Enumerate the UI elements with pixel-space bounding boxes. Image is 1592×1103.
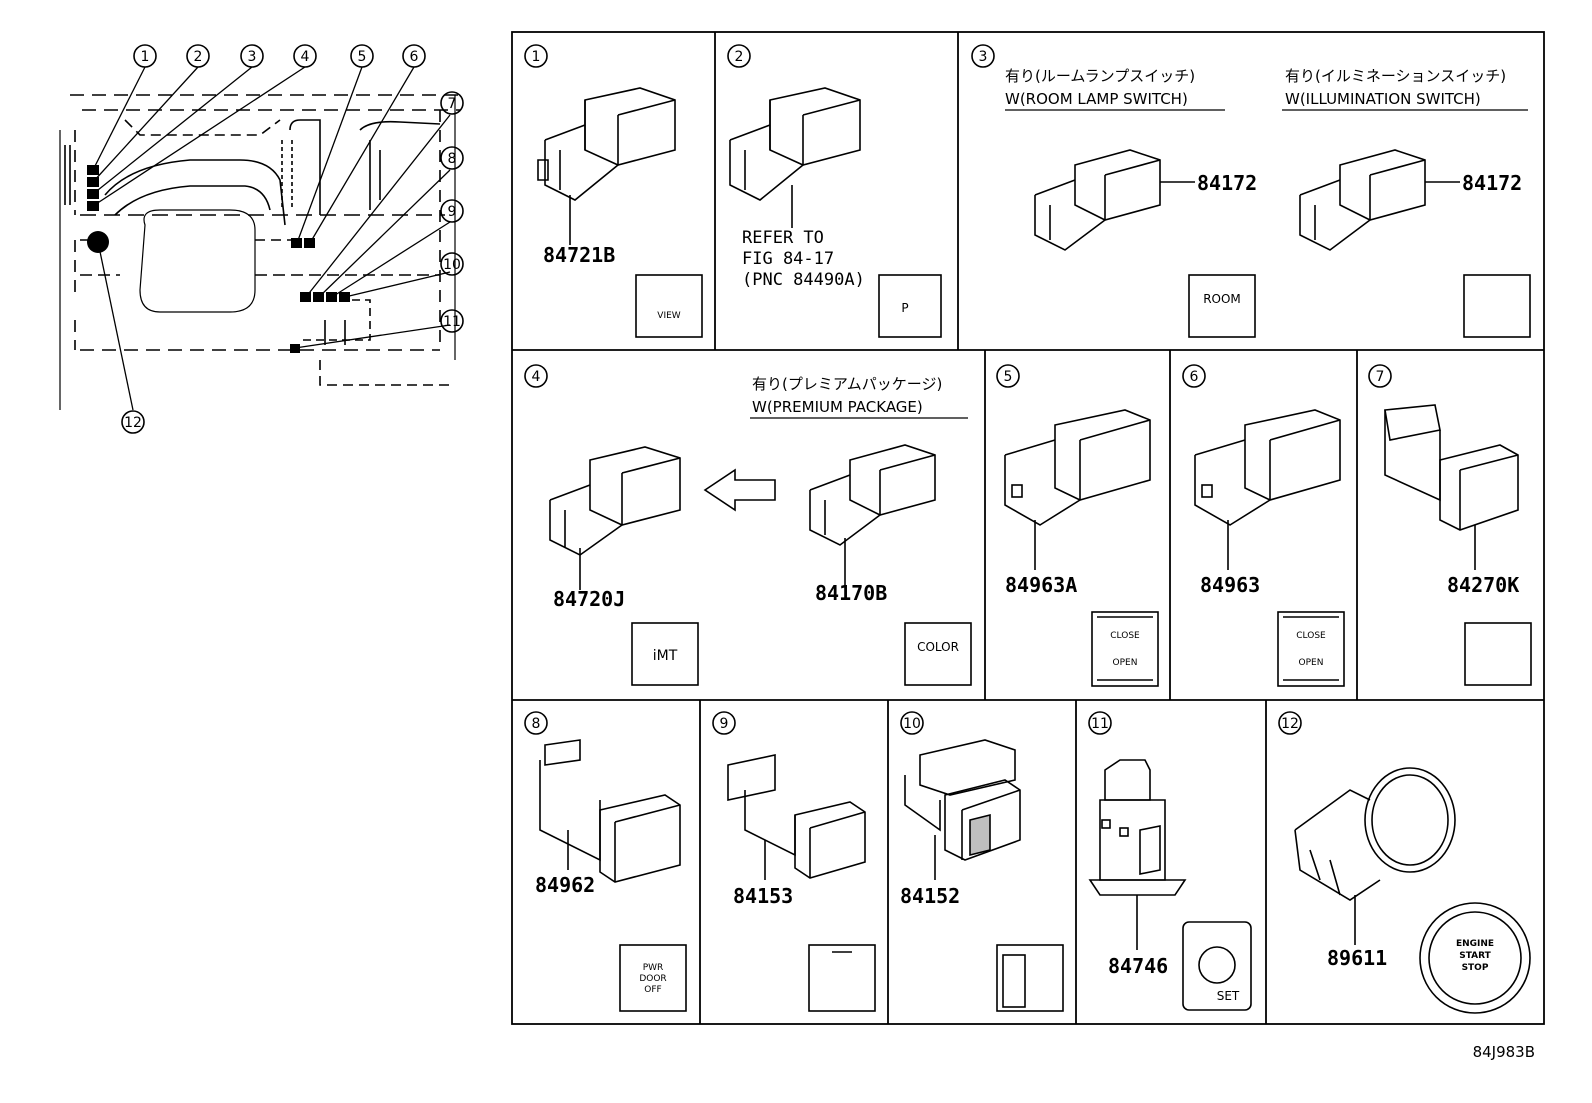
panel-num-2: 2 — [735, 49, 744, 65]
variant-jp-room: 有り(ルームランプスイッチ) — [1005, 67, 1195, 85]
variant-jp-premium: 有り(プレミアムパッケージ) — [752, 375, 942, 393]
icon-close-label-5: CLOSE — [1110, 631, 1140, 641]
locator-callout-numbers: 1 2 3 4 5 6 7 8 9 10 11 12 — [124, 49, 461, 431]
panel-num-7: 7 — [1376, 369, 1385, 385]
panel-num-10: 10 — [903, 716, 921, 732]
switch-drawing-11 — [1088, 759, 1187, 950]
locator-leaders — [92, 66, 451, 411]
switch-location-markers — [87, 165, 350, 353]
icon-view-label: VIEW — [657, 311, 680, 321]
part-number-84720J: 84720J — [553, 587, 625, 611]
part-number-84170B: 84170B — [815, 581, 887, 605]
callout-1: 1 — [141, 49, 150, 65]
part-number-84962: 84962 — [535, 873, 595, 897]
part-number-84746: 84746 — [1108, 954, 1168, 978]
icon-stop-label: STOP — [1462, 963, 1489, 973]
variant-en-illumination: W(ILLUMINATION SWITCH) — [1285, 90, 1481, 108]
icon-imt-label: iMT — [653, 648, 678, 664]
icon-close-label-6: CLOSE — [1296, 631, 1326, 641]
callout-9: 9 — [448, 204, 457, 220]
part-number-84963A: 84963A — [1005, 573, 1077, 597]
switch-drawing-6 — [1194, 409, 1341, 570]
arrow-graphic — [703, 468, 776, 512]
callout-8: 8 — [448, 151, 457, 167]
panel-num-1: 1 — [532, 49, 541, 65]
refer-note-line2: FIG 84-17 — [742, 249, 834, 269]
panel-num-5: 5 — [1004, 369, 1013, 385]
callout-10: 10 — [443, 257, 461, 273]
panel-num-6: 6 — [1190, 369, 1199, 385]
callout-3: 3 — [248, 49, 257, 65]
icon-door-label: DOOR — [639, 974, 666, 984]
part-number-84172-room: 84172 — [1197, 171, 1257, 195]
callout-4: 4 — [301, 49, 310, 65]
icon-pwr-label: PWR — [643, 963, 664, 973]
icon-open-label-5: OPEN — [1113, 658, 1138, 668]
switch-drawing-10 — [904, 739, 1021, 880]
variant-jp-illumination: 有り(イルミネーションスイッチ) — [1285, 67, 1506, 85]
icon-start-label: START — [1459, 951, 1491, 961]
switch-drawing-8 — [539, 739, 681, 883]
panel-num-3: 3 — [979, 49, 988, 65]
callout-7: 7 — [448, 96, 457, 112]
panel-number-circles — [524, 44, 1392, 735]
callout-2: 2 — [194, 49, 203, 65]
variant-en-room: W(ROOM LAMP SWITCH) — [1005, 90, 1188, 108]
dashboard-locator — [59, 94, 460, 410]
part-number-84963: 84963 — [1200, 573, 1260, 597]
switch-drawing-1 — [537, 87, 676, 245]
icon-room-label: ROOM — [1203, 292, 1241, 306]
part-number-84152: 84152 — [900, 884, 960, 908]
switch-drawing-3a — [1034, 149, 1195, 251]
panel-num-8: 8 — [532, 716, 541, 732]
variant-en-premium: W(PREMIUM PACKAGE) — [752, 398, 923, 416]
part-number-84172-illum: 84172 — [1462, 171, 1522, 195]
refer-note-line3: (PNC 84490A) — [742, 270, 865, 290]
panel-num-12: 12 — [1281, 716, 1299, 732]
part-number-84270K: 84270K — [1447, 573, 1519, 597]
callout-12: 12 — [124, 415, 142, 431]
icon-p-label: P — [901, 301, 908, 315]
switch-drawing-5 — [1004, 409, 1151, 570]
switch-drawing-7 — [1384, 404, 1519, 570]
icon-boxes — [619, 274, 1532, 1014]
refer-note-line1: REFER TO — [742, 228, 824, 248]
callout-5: 5 — [358, 49, 367, 65]
panel-numbers: 1 2 3 4 5 6 7 8 9 10 11 12 — [532, 49, 1385, 732]
icon-off-label: OFF — [644, 985, 661, 995]
callout-6: 6 — [410, 49, 419, 65]
callout-11: 11 — [443, 314, 461, 330]
icon-set-label: SET — [1217, 989, 1240, 1003]
icon-engine-label: ENGINE — [1456, 939, 1494, 949]
switch-drawing-3b — [1299, 149, 1460, 251]
switch-drawing-9 — [727, 754, 866, 880]
panel-num-11: 11 — [1091, 716, 1109, 732]
switch-drawing-4a — [549, 446, 681, 590]
panel-num-9: 9 — [720, 716, 729, 732]
parts-grid — [511, 31, 1545, 1025]
part-number-89611: 89611 — [1327, 946, 1387, 970]
figure-code: 84J983B — [1473, 1043, 1535, 1061]
panel-num-4: 4 — [532, 369, 541, 385]
part-number-84721B: 84721B — [543, 243, 615, 267]
locator-callouts — [121, 44, 464, 434]
icon-open-label-6: OPEN — [1299, 658, 1324, 668]
switch-drawing-12 — [1294, 767, 1456, 945]
switch-drawing-2 — [729, 87, 861, 228]
icon-color-label: COLOR — [917, 640, 959, 654]
part-number-84153: 84153 — [733, 884, 793, 908]
switch-drawing-4b — [809, 444, 936, 585]
